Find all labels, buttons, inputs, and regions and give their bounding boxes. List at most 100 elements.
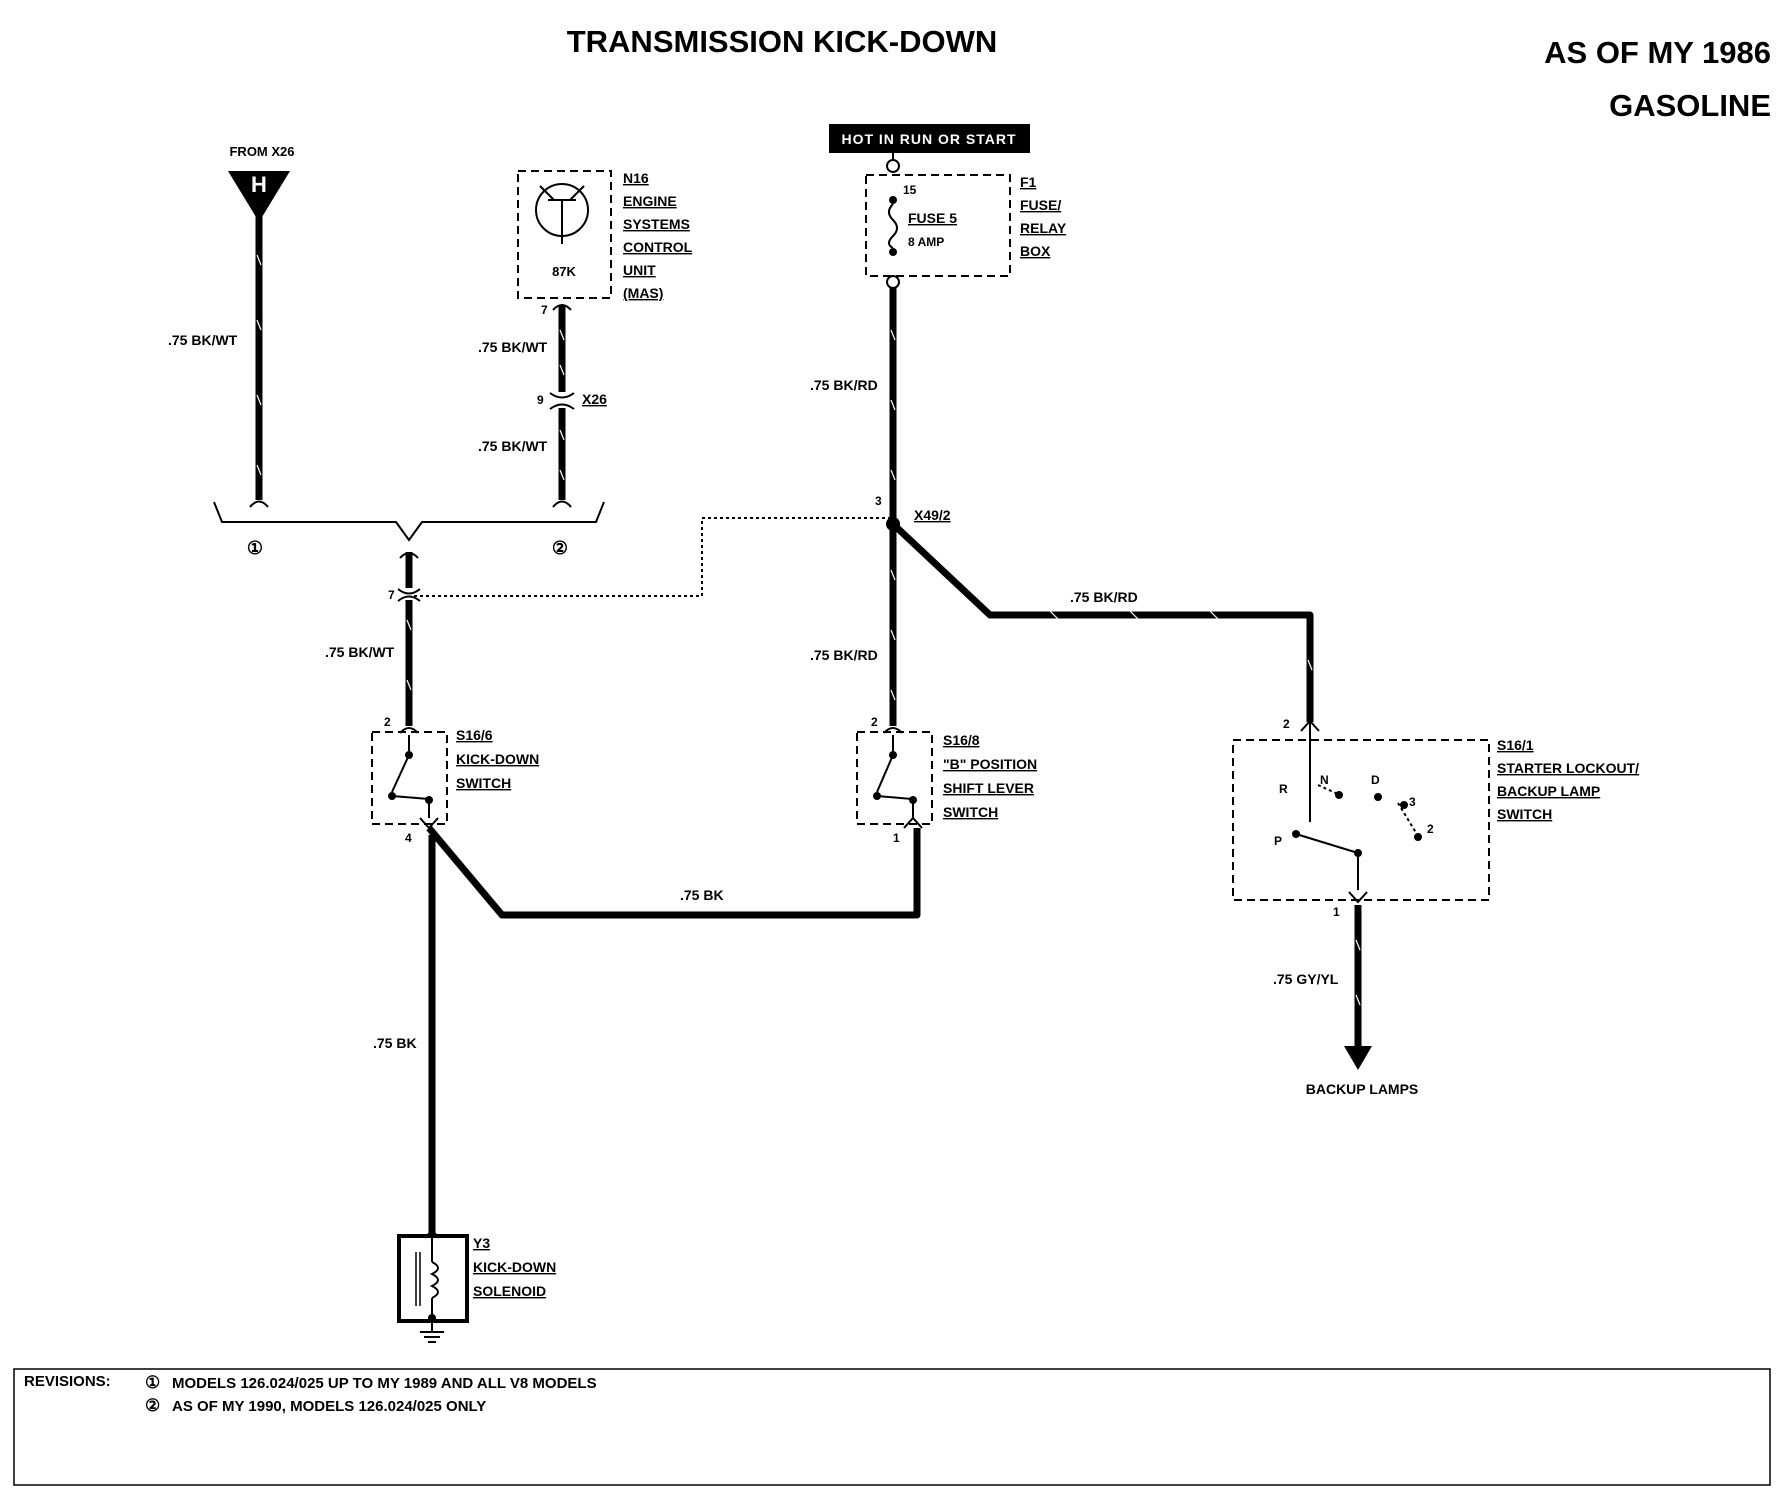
s168-label-3: SWITCH (943, 804, 998, 820)
gear-selector-switch-icon (1292, 722, 1422, 890)
revision-2-text: AS OF MY 1990, MODELS 126.024/025 ONLY (172, 1398, 486, 1415)
model-year-label: AS OF MY 1986 (1544, 35, 1771, 70)
fuel-type-label: GASOLINE (1609, 88, 1771, 123)
revisions-box (13, 1368, 1771, 1486)
wire-label-bk-horizontal: .75 BK (680, 887, 724, 903)
x26-connector-icon (549, 392, 575, 410)
f1-fuse-box (865, 174, 1011, 277)
s166-label-1: KICK-DOWN (456, 751, 539, 767)
center-pin: 7 (388, 588, 395, 602)
wire-label-bkwt-left: .75 BK/WT (168, 332, 238, 348)
wire-bkwt-center (405, 552, 413, 726)
y3-label-2: SOLENOID (473, 1283, 546, 1299)
from-x26-label: FROM X26 (229, 144, 294, 159)
n16-code: 87K (552, 264, 576, 279)
s166-id: S16/6 (456, 727, 493, 743)
connector-terminal-left-icon (249, 500, 269, 508)
wire-bkrd-vertical (889, 524, 897, 726)
diagram-title: TRANSMISSION KICK-DOWN (567, 24, 998, 59)
fuse-top-pin: 15 (903, 183, 917, 197)
gear-d: D (1371, 773, 1380, 787)
wire-gyyl (1354, 905, 1362, 1048)
s168-bottom-terminal-icon (903, 816, 923, 829)
s168-label-2: SHIFT LEVER (943, 780, 1034, 796)
s161-bottom-pin: 1 (1333, 905, 1340, 919)
marker-2: ② (552, 538, 568, 558)
x49-label: X49/2 (914, 507, 951, 523)
wire-bkrd-fuse (889, 288, 897, 518)
n16-label-2: SYSTEMS (623, 216, 690, 232)
n16-label-3: CONTROL (623, 239, 693, 255)
y3-label-1: KICK-DOWN (473, 1259, 556, 1275)
s161-id: S16/1 (1497, 737, 1534, 753)
s161-switch-box (1232, 739, 1490, 901)
s166-bottom-pin: 4 (405, 831, 412, 845)
wire-label-bkrd-vertical: .75 BK/RD (810, 647, 878, 663)
dotted-connection (414, 517, 892, 597)
gear-2: 2 (1427, 822, 1434, 836)
s161-label-2: BACKUP LAMP (1497, 783, 1600, 799)
fuse-icon (888, 196, 898, 256)
f1-label-2: RELAY (1020, 220, 1067, 236)
n16-label-5: (MAS) (623, 285, 663, 301)
arrow-down-icon (1344, 1046, 1372, 1070)
fuse-name: FUSE 5 (908, 210, 957, 226)
wire-bkwt-left (255, 215, 263, 500)
revision-1-marker: ① (145, 1373, 160, 1392)
wire-label-gyyl: .75 GY/YL (1273, 971, 1339, 987)
s166-top-pin: 2 (384, 715, 391, 729)
center-connector-icon (397, 588, 421, 602)
kickdown-switch-icon (388, 735, 433, 818)
gear-3: 3 (1409, 795, 1416, 809)
gear-r: R (1279, 782, 1288, 796)
hot-in-run-label: HOT IN RUN OR START (841, 131, 1016, 147)
y3-id: Y3 (473, 1235, 490, 1251)
wire-label-bk-vertical: .75 BK (373, 1035, 417, 1051)
connector-h-letter: H (251, 172, 267, 197)
fuse-amp: 8 AMP (908, 235, 944, 249)
s168-id: S16/8 (943, 732, 980, 748)
n16-label-4: UNIT (623, 262, 656, 278)
transistor-icon (535, 183, 589, 244)
splice-bracket (213, 501, 605, 542)
wire-label-bkwt-n16-lower: .75 BK/WT (478, 438, 548, 454)
revision-1-text: MODELS 126.024/025 UP TO MY 1989 AND ALL… (172, 1375, 597, 1392)
wire-label-bkrd-fuse: .75 BK/RD (810, 377, 878, 393)
x26-label: X26 (582, 391, 607, 407)
gear-p: P (1274, 834, 1282, 848)
wire-bkwt-n16 (558, 305, 566, 500)
ground-icon (420, 1322, 444, 1343)
n16-pin: 7 (541, 303, 548, 317)
solenoid-coil-icon (415, 1228, 440, 1322)
wire-label-bkwt-n16-upper: .75 BK/WT (478, 339, 548, 355)
f1-label-1: FUSE/ (1020, 197, 1061, 213)
gear-n: N (1320, 773, 1329, 787)
s168-top-pin: 2 (871, 715, 878, 729)
n16-control-unit-box (517, 170, 612, 299)
s161-top-terminal-icon (1300, 719, 1320, 732)
wire-label-bkwt-center: .75 BK/WT (325, 644, 395, 660)
s168-bottom-pin: 1 (893, 831, 900, 845)
s161-label-3: SWITCH (1497, 806, 1552, 822)
x26-pin: 9 (537, 393, 544, 407)
fuse-bottom-terminal-icon (886, 275, 900, 289)
wire-bk-horizontal (426, 825, 921, 919)
wire-bkrd-branch (890, 521, 1314, 722)
s168-switch-box (856, 731, 933, 825)
revision-2-marker: ② (145, 1396, 160, 1415)
fuse-top-terminal-icon (886, 159, 900, 173)
connector-terminal-right-icon (552, 500, 572, 508)
f1-id: F1 (1020, 174, 1037, 190)
s161-label-1: STARTER LOCKOUT/ (1497, 760, 1639, 776)
wire-label-bkrd-branch: .75 BK/RD (1070, 589, 1138, 605)
s166-switch-box (371, 731, 448, 825)
revisions-label: REVISIONS: (24, 1373, 111, 1390)
backup-lamps-label: BACKUP LAMPS (1306, 1081, 1419, 1097)
s168-label-1: "B" POSITION (943, 756, 1037, 772)
x49-pin: 3 (875, 494, 882, 508)
connector-h-icon (228, 171, 290, 222)
n16-label-1: ENGINE (623, 193, 677, 209)
marker-1: ① (247, 538, 263, 558)
n16-id: N16 (623, 170, 649, 186)
